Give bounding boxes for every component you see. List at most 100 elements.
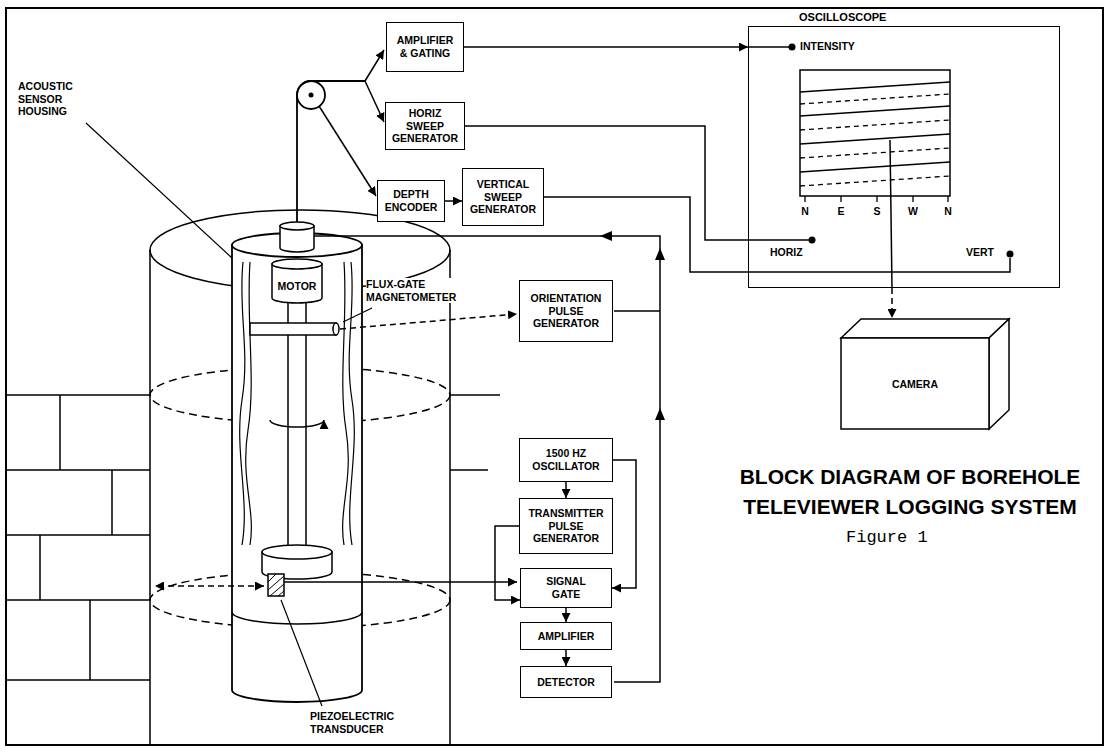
input-label: INTENSITY	[800, 40, 855, 53]
box-label: DEPTH ENCODER	[382, 188, 440, 213]
box-label: CAMERA	[892, 378, 938, 391]
connector	[464, 46, 748, 48]
azimuth-label: N	[795, 205, 815, 218]
input-terminal	[809, 237, 816, 244]
outline-part	[841, 319, 1009, 338]
box-label: ORIENTATION PULSE GENERATOR	[524, 292, 608, 330]
part-label: PIEZOELECTRIC TRANSDUCER	[310, 710, 410, 735]
outline-part	[272, 264, 322, 303]
box-label: VERTICAL SWEEP GENERATOR	[467, 178, 539, 216]
heading-slot: Figure 1	[846, 528, 928, 548]
rotation-arrow	[270, 420, 324, 427]
transducer-element	[268, 574, 284, 596]
connector	[445, 200, 462, 202]
box-label: AMPLIFIER	[538, 630, 595, 643]
part-label: ACOUSTIC SENSOR HOUSING	[18, 80, 102, 118]
encoder-box: DEPTH ENCODER	[377, 180, 445, 222]
connector	[495, 526, 520, 600]
label-slot: PIEZOELECTRIC TRANSDUCER	[310, 710, 410, 735]
figure-caption: Figure 1	[846, 528, 928, 548]
cable-head-top	[280, 222, 314, 230]
heading-slot: BLOCK DIAGRAM OF BOREHOLE TELEVIEWER LOG…	[730, 462, 1090, 523]
connector	[565, 650, 567, 666]
gate-box: SIGNAL GATE	[520, 568, 612, 608]
camera-box-outline	[840, 318, 1010, 430]
drive-shaft	[288, 302, 306, 550]
motor-cylinder: MOTOR	[271, 258, 323, 304]
connector	[565, 608, 567, 622]
box-label: AMPLIFIER & GATING	[394, 34, 456, 59]
transducer-hatch	[268, 574, 284, 596]
box-label: SIGNAL GATE	[536, 575, 596, 600]
magnetometer-end	[333, 323, 339, 335]
cable-branch	[365, 81, 384, 122]
input-label: HORIZ	[770, 246, 803, 259]
box-label: TRANSMITTER PULSE GENERATOR	[524, 507, 608, 545]
connector	[544, 197, 748, 272]
sensor-housing	[232, 245, 362, 702]
label-slot: FLUX-GATE MAGNETOMETER	[366, 278, 466, 303]
azimuth-ticks	[805, 196, 948, 202]
sweep-generator-box: VERTICAL SWEEP GENERATOR	[462, 168, 544, 226]
trace-line	[800, 94, 950, 186]
label-slot: INTENSITY	[800, 40, 855, 53]
figure-frame	[6, 8, 1103, 745]
camera-box: CAMERA	[840, 318, 1010, 430]
amplifier-box: AMPLIFIER	[520, 622, 612, 650]
magnetometer-rod	[250, 323, 336, 335]
azimuth-label: E	[831, 205, 851, 218]
connector	[565, 482, 567, 498]
sweep-generator-box: HORIZ SWEEP GENERATOR	[385, 102, 465, 150]
logging-cable	[297, 81, 365, 222]
input-terminal	[789, 44, 796, 51]
uphole-signal-wire	[314, 236, 660, 682]
orientation-signal	[340, 314, 517, 329]
azimuth-label: S	[867, 205, 887, 218]
pulse-generator-box: TRANSMITTER PULSE GENERATOR	[519, 498, 613, 554]
azimuth-label: W	[903, 205, 923, 218]
azimuth-label: N	[938, 205, 958, 218]
connector	[612, 460, 636, 588]
sheave-wheel	[297, 81, 325, 109]
scope-screen	[800, 70, 950, 196]
scope-input-wire	[748, 47, 1010, 272]
part-label: FLUX-GATE MAGNETOMETER	[366, 278, 466, 303]
input-label: VERT	[966, 246, 994, 259]
sheave-hub	[309, 93, 314, 98]
leader-line	[86, 123, 232, 258]
label-slot: VERT	[966, 246, 994, 259]
cable-branch	[365, 50, 384, 81]
rotating-head-top	[262, 545, 332, 559]
label-slot: ACOUSTIC SENSOR HOUSING	[18, 80, 102, 118]
label-slot: N	[795, 205, 815, 218]
label-slot: E	[831, 205, 851, 218]
box-label: DETECTOR	[537, 676, 595, 689]
acoustic-beam	[155, 585, 264, 587]
outline-part	[841, 338, 989, 429]
label-slot: HORIZ	[770, 246, 803, 259]
figure-title: BLOCK DIAGRAM OF BOREHOLE TELEVIEWER LOG…	[730, 462, 1090, 523]
label-slot: W	[903, 205, 923, 218]
leader-line	[281, 600, 322, 706]
input-terminal	[1007, 251, 1014, 258]
box-label: MOTOR	[278, 280, 317, 293]
label-slot: N	[938, 205, 958, 218]
detector-box: DETECTOR	[520, 666, 612, 698]
box-label: HORIZ SWEEP GENERATOR	[390, 107, 460, 145]
image-ray	[890, 140, 892, 288]
amplifier-box: AMPLIFIER & GATING	[386, 22, 464, 72]
leader-line	[343, 308, 372, 322]
outline-part	[272, 259, 322, 269]
housing-seam	[232, 612, 362, 624]
depth-drive	[319, 106, 376, 196]
pulse-generator-box: ORIENTATION PULSE GENERATOR	[519, 280, 613, 342]
label-slot: S	[867, 205, 887, 218]
box-label: OSCILLOSCOPE	[799, 11, 886, 24]
oscillator-box: 1500 HZ OSCILLATOR	[519, 438, 613, 482]
box-label: 1500 HZ OSCILLATOR	[524, 447, 608, 472]
outline-part	[989, 319, 1009, 429]
connector	[891, 288, 893, 318]
